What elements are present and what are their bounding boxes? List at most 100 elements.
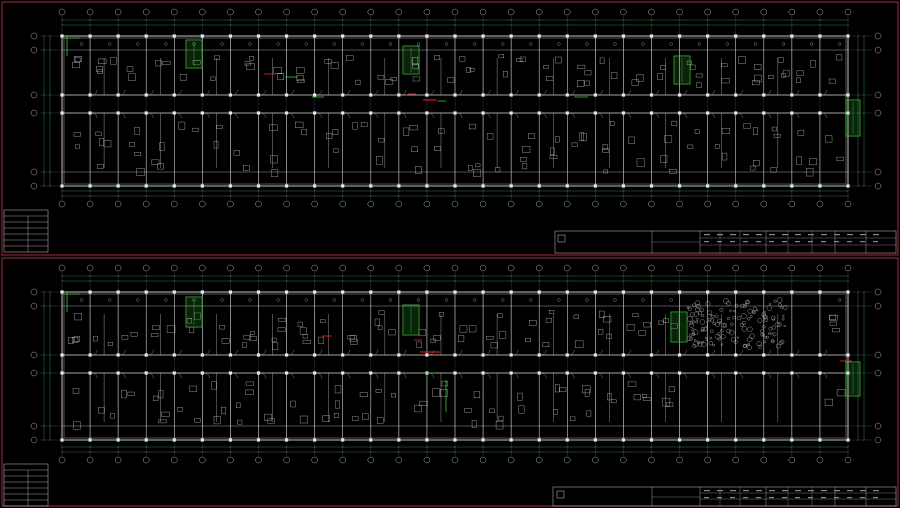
axis-bubble: [844, 8, 852, 16]
furniture-item: [250, 331, 255, 335]
shrub: [689, 320, 694, 325]
door-swing: [737, 89, 743, 96]
axis-bubble: [114, 456, 122, 464]
door-swing: [793, 89, 800, 96]
dimension-tick: [397, 274, 400, 278]
furniture-item: [97, 58, 107, 64]
column: [509, 184, 513, 188]
column: [453, 371, 457, 375]
shrub: [726, 317, 730, 321]
dimension-tick: [425, 445, 429, 449]
furniture-item: [352, 122, 358, 130]
column: [565, 438, 569, 442]
dimension-tick: [173, 18, 176, 22]
dimension-tick: [622, 450, 625, 454]
dimension-tick: [510, 274, 513, 278]
stair-stair-end[interactable]: [845, 99, 861, 137]
furniture-item: [151, 333, 159, 337]
axis-bubble: [255, 264, 262, 272]
door-swing: [597, 372, 603, 379]
shrub: [720, 334, 726, 340]
shrub: [762, 325, 766, 329]
furniture-item: [503, 71, 508, 78]
column: [200, 34, 204, 38]
dimension-tick: [538, 279, 541, 283]
furniture-item: [570, 416, 576, 421]
dimension-tick: [481, 189, 485, 193]
furniture-item: [273, 67, 282, 75]
drawing-sheet-bottom[interactable]: [1, 257, 899, 507]
column: [677, 353, 682, 357]
title-block-mark: [704, 497, 709, 499]
stair-stair-end[interactable]: [845, 361, 861, 397]
stair-stair-east[interactable]: [670, 311, 688, 343]
furniture-item: [524, 338, 532, 343]
furniture-item: [378, 138, 385, 143]
axis-bubble: [199, 264, 206, 272]
shrub: [771, 315, 776, 321]
axis-bubble: [874, 288, 882, 296]
stair-stair-center[interactable]: [402, 304, 420, 336]
furniture-item: [586, 410, 592, 417]
door-swing: [765, 89, 771, 96]
dimension-tick: [369, 274, 372, 278]
axis-bubble: [30, 369, 38, 377]
dimension-tick: [341, 23, 344, 27]
dimension-tick: [678, 445, 681, 449]
stair-stair-west[interactable]: [185, 39, 203, 69]
title-block-mark: [769, 497, 774, 499]
dimension-tick: [510, 194, 513, 198]
column: [88, 34, 92, 38]
dimension-tick: [42, 353, 46, 357]
stair-stair-east[interactable]: [673, 55, 691, 85]
door-swing: [120, 372, 126, 379]
dimension-tick: [285, 450, 288, 454]
dimension-tick: [818, 274, 822, 278]
dimension-tick: [145, 445, 148, 449]
axis-bubble: [114, 200, 122, 208]
axis-bubble: [30, 91, 38, 99]
dimension-tick: [48, 424, 52, 428]
door-swing: [681, 112, 687, 119]
column: [649, 34, 654, 38]
dimension-tick: [818, 189, 822, 193]
column: [621, 371, 626, 375]
axis-bubble: [788, 456, 796, 464]
title-block-mark: [756, 497, 761, 499]
furniture-item: [324, 59, 332, 64]
stair-stair-west[interactable]: [185, 296, 203, 328]
axis-bubble: [874, 46, 882, 54]
axis-bubble: [283, 456, 290, 464]
column: [228, 93, 233, 97]
furniture-item: [458, 335, 465, 342]
dimension-tick: [60, 445, 64, 449]
column: [341, 184, 345, 188]
column: [509, 438, 513, 442]
furniture-item: [584, 80, 590, 86]
column: [818, 353, 822, 357]
dimension-tick: [60, 450, 64, 454]
dimension-tick: [42, 304, 46, 308]
furniture-item: [770, 167, 777, 173]
dimension-tick: [425, 274, 429, 278]
axis-bubble: [479, 264, 487, 272]
drawing-sheet-top[interactable]: [1, 1, 899, 256]
stair-stair-center[interactable]: [402, 45, 420, 75]
column: [284, 353, 289, 357]
furniture-item: [296, 67, 305, 74]
furniture-item: [598, 328, 604, 335]
dimension-tick: [369, 18, 372, 22]
fixture: [557, 298, 561, 302]
axis-bubble: [339, 456, 346, 464]
axis-bubble: [874, 369, 882, 377]
dimension-tick: [818, 445, 822, 449]
column: [144, 93, 148, 97]
dimension-tick: [650, 274, 653, 278]
dimension-tick: [42, 290, 46, 294]
furniture-item: [73, 56, 82, 62]
dimension-tick: [313, 194, 316, 198]
column: [88, 290, 92, 294]
column: [509, 93, 513, 97]
furniture-item: [663, 318, 669, 323]
